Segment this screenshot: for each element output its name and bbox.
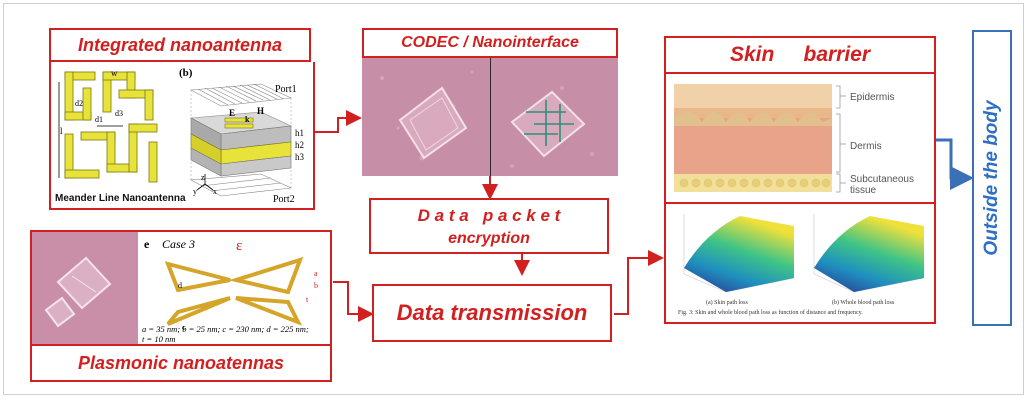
h1-label: h1 [295, 128, 304, 138]
codec-divider [490, 58, 491, 176]
arrow-integrated-to-codec [315, 110, 362, 133]
figure-3-caption: Fig. 3: Skin and whole blood path loss a… [678, 310, 863, 316]
axis-z-label: z [201, 173, 205, 182]
port2-label: Port2 [273, 194, 295, 205]
dermis-label: Dermis [850, 141, 882, 152]
plasmonic-title: Plasmonic nanoatennas [30, 346, 332, 382]
integrated-nanoantenna-title: Integrated nanoantenna [49, 28, 311, 62]
path-loss-plots [683, 214, 925, 293]
plasmonic-micrograph [32, 232, 138, 344]
codec-title: CODEC / Nanointerface [362, 28, 618, 58]
blood-path-loss-surface [814, 216, 924, 292]
codec-chip-left [398, 86, 468, 160]
encryption-line1: D a t a p a c k e t [417, 206, 561, 225]
panel-b-label: (b) [179, 67, 193, 79]
skin-layers-figure [674, 84, 846, 193]
h3-label: h3 [295, 152, 305, 162]
dim-d-label: d [178, 281, 182, 290]
dim-d3-label: d3 [115, 109, 123, 118]
data-transmission-title: Data transmission [372, 284, 612, 342]
params-line2: t = 10 nm [142, 334, 175, 344]
arrow-transmission-to-skin [614, 250, 664, 315]
axis-k-label: k [245, 115, 250, 124]
dim-c-label: c [182, 323, 186, 332]
dim-b-label: b [314, 281, 318, 290]
port1-label: Port1 [275, 84, 297, 95]
dim-t-label: t [306, 295, 309, 304]
encryption-line2: encryption [448, 230, 530, 247]
outside-body-label: Outside the body [981, 100, 1002, 256]
tissue-label: tissue [850, 185, 877, 196]
skin-barrier-title: Skin barrier [664, 36, 936, 74]
panel-e-label: e [144, 237, 150, 251]
axis-x-label: x [213, 187, 217, 196]
page-frame [3, 3, 1024, 395]
skin-divider [666, 202, 934, 204]
plot-b-caption: (b) Whole blood path loss [832, 300, 895, 306]
dim-a-label: a [314, 269, 318, 278]
integrated-nanoantenna-panel: w l d1 d2 d3 (b) Port1 Port2 h1 [49, 62, 315, 210]
axis-e-label: E [229, 108, 235, 118]
case-3-label: Case 3 [162, 237, 195, 251]
epidermis-label: Epidermis [850, 92, 895, 103]
arrow-skin-to-outside [936, 138, 974, 190]
subcutaneous-label: Subcutaneous [850, 174, 914, 185]
epsilon-label: ε [236, 238, 242, 254]
dim-l-label: l [60, 126, 63, 136]
meander-line-caption: Meander Line Nanoantenna [55, 193, 186, 204]
dim-d1-label: d1 [95, 115, 103, 124]
h2-label: h2 [295, 140, 304, 150]
dim-d2-label: d2 [75, 99, 83, 108]
meander-antenna-figure: w l d1 d2 d3 (b) Port1 Port2 h1 [58, 67, 305, 205]
plot-a-caption: (a) Skin path loss [706, 300, 748, 306]
params-line1: a = 35 nm; b = 25 nm; c = 230 nm; d = 22… [142, 324, 309, 334]
axis-h-label: H [257, 106, 264, 116]
axis-y-label: y [193, 187, 197, 196]
outside-body-box: Outside the body [972, 30, 1012, 326]
bowtie-antenna-figure: e Case 3 ε a b t c d a = 35 nm; b = 25 n… [142, 237, 318, 344]
arrow-plasmonic-to-transmission [333, 281, 374, 322]
skin-barrier-panel: Epidermis Dermis Subcutaneous tissue (a)… [664, 74, 936, 324]
encryption-box: D a t a p a c k e t encryption [369, 198, 609, 254]
skin-path-loss-surface [684, 216, 794, 292]
plasmonic-panel: e Case 3 ε a b t c d a = 35 nm; b = 25 n… [30, 230, 332, 346]
dim-w-label: w [111, 68, 118, 78]
